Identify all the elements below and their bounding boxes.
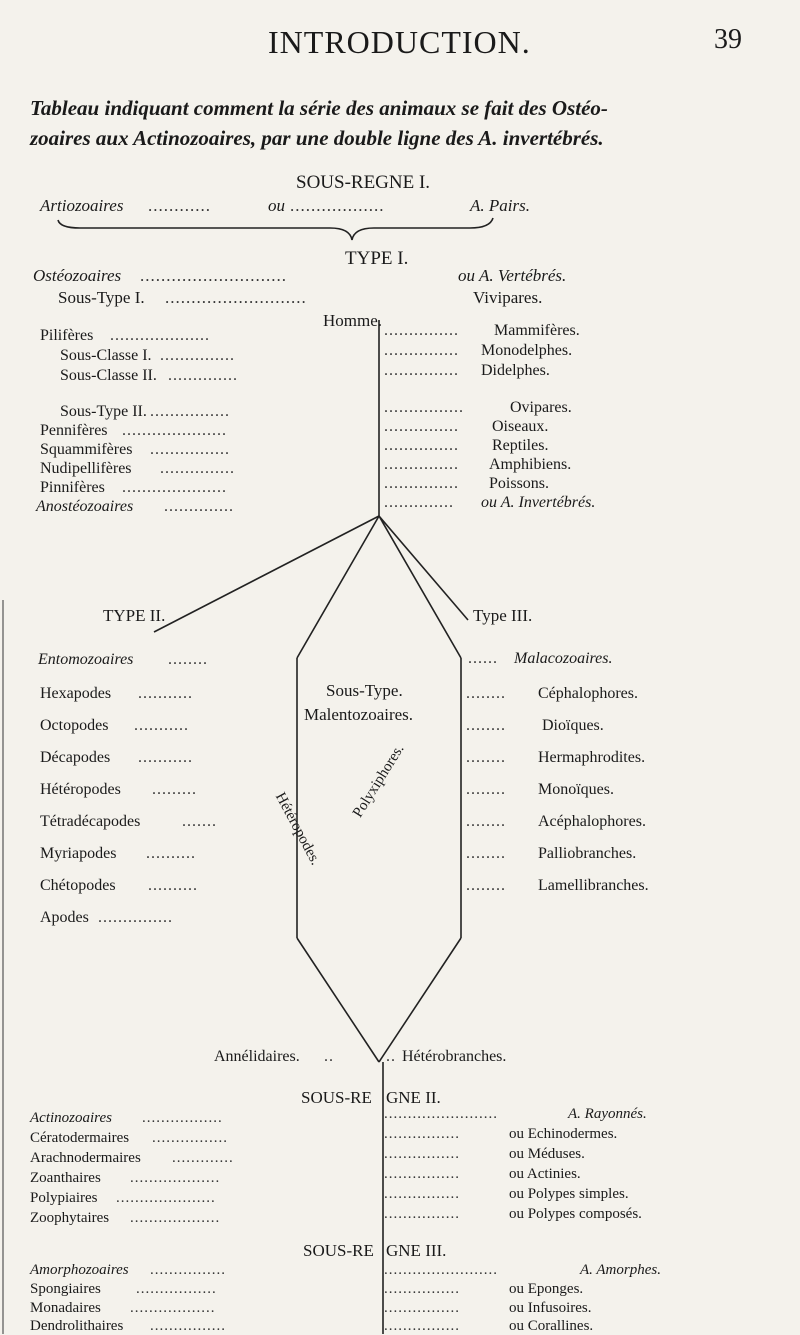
regne-1-heading: SOUS-REGNE I.	[296, 172, 431, 193]
regne-3-heading-left: SOUS-RE	[303, 1241, 374, 1260]
regne-3-right-item: ou Eponges.	[509, 1281, 584, 1297]
type-2-heading: TYPE II.	[103, 606, 166, 625]
regne-2-heading-right: GNE II.	[386, 1088, 441, 1107]
regne-2-left-item: Actinozoaires	[30, 1110, 112, 1126]
regne-3-left-item: Monadaires	[30, 1300, 101, 1316]
type-1-right-2: Vivipares.	[473, 288, 543, 307]
center-line-2: Malentozoaires.	[304, 705, 414, 724]
type-1-left-item2: Sous-Type II.	[60, 403, 147, 420]
type-1-right-item2: Amphibiens.	[489, 456, 572, 473]
caption-line-1: Tableau indiquant comment la série des a…	[30, 96, 608, 120]
regne-2-heading-left: SOUS-RE	[301, 1088, 372, 1107]
page-header-title: INTRODUCTION.	[268, 24, 531, 60]
regne-2-left-item: Polypiaires	[30, 1190, 98, 1206]
label-annelidaires: Annélidaires.	[214, 1048, 300, 1065]
type-1-left-item: Sous-Classe I.	[60, 347, 152, 364]
type-1-right-item: Didelphes.	[481, 362, 550, 379]
regne-2-right-item: ou Polypes simples.	[509, 1186, 629, 1202]
type-1-left-item: Sous-Classe II.	[60, 367, 157, 384]
type-2-item: Entomozoaires	[38, 651, 134, 668]
type-1-right-item2: ou A. Invertébrés.	[481, 494, 596, 511]
type-1-right-1: ou A. Vertébrés.	[458, 266, 567, 285]
regne-3-right-item: ou Corallines.	[509, 1318, 594, 1334]
type-2-item: Décapodes	[40, 749, 111, 766]
center-line-1: Sous-Type.	[326, 681, 403, 700]
type-2-item: Myriapodes	[40, 845, 117, 862]
regne-2-right-item: ou Echinodermes.	[509, 1126, 618, 1142]
type-1-right-item2: Oiseaux.	[492, 418, 549, 435]
type-3-item: Dioïques.	[542, 717, 604, 734]
homme-label: Homme.	[323, 311, 383, 330]
type-3-item: Lamellibranches.	[538, 877, 649, 894]
diamond-bottom-left	[296, 937, 380, 1063]
type-2-item: Tétradécapodes	[40, 813, 141, 830]
regne-2-right-item: ou Actinies.	[509, 1166, 581, 1182]
regne-3-left-item: Dendrolithaires	[30, 1318, 124, 1334]
type-1-left-item: Pilifères	[40, 327, 94, 344]
diamond-bottom-right	[378, 937, 462, 1063]
regne-3-heading-right: GNE III.	[386, 1241, 447, 1260]
diamond-inner-left	[296, 515, 380, 659]
type-1-right-item: Mammifères.	[494, 322, 580, 339]
regne-2-right-item: ou Méduses.	[509, 1146, 585, 1162]
type-3-item: Acéphalophores.	[538, 813, 646, 830]
regne-3-right-item: ou Infusoires.	[509, 1300, 592, 1316]
type-1-right-item: Monodelphes.	[481, 342, 573, 359]
type-1-left-item2: Squammifères	[40, 441, 133, 458]
type-1-left-2: Sous-Type I.	[58, 288, 145, 307]
caption-line-2: zoaires aux Actinozoaires, par une doubl…	[30, 126, 604, 150]
type-2-item: Octopodes	[40, 717, 109, 734]
regne-3-right-item: A. Amorphes.	[580, 1262, 661, 1278]
regne-1-right: A. Pairs.	[470, 196, 530, 215]
diamond-outer-right	[378, 515, 469, 621]
type-1-left-item2: Pennifères	[40, 422, 108, 439]
regne-1-left: Artiozoaires	[40, 196, 124, 215]
page-number: 39	[714, 24, 742, 55]
label-heterobranches: Hétérobranches.	[402, 1048, 507, 1065]
type-3-item: Palliobranches.	[538, 845, 637, 862]
type-3-item: Hermaphrodites.	[538, 749, 646, 766]
type-1-heading: TYPE I.	[345, 248, 409, 269]
type-3-heading: Type III.	[473, 606, 533, 625]
regne-2-left-item: Cératodermaires	[30, 1130, 130, 1146]
regne-2-right-item: ou Polypes composés.	[509, 1206, 642, 1222]
type-3-item: Monoïques.	[538, 781, 614, 798]
type-1-left-1: Ostéozoaires	[33, 266, 122, 285]
type-1-right-item2: Poissons.	[489, 475, 550, 492]
regne-2-left-item: Arachnodermaires	[30, 1150, 141, 1166]
regne-3-left-item: Amorphozoaires	[30, 1262, 129, 1278]
type-1-right-item2: Ovipares.	[510, 399, 572, 416]
diamond-inner-right	[378, 515, 462, 659]
type-2-item: Hexapodes	[40, 685, 112, 702]
type-2-item: Apodes	[40, 909, 89, 926]
type-3-item: Céphalophores.	[538, 685, 638, 702]
type-3-item: Malacozoaires.	[514, 650, 613, 667]
brace-regne-1	[57, 217, 494, 241]
regne-2-left-item: Zoanthaires	[30, 1170, 101, 1186]
type-1-left-item2: Anostéozoaires	[36, 498, 134, 515]
regne-2-left-item: Zoophytaires	[30, 1210, 110, 1226]
type-2-item: Chétopodes	[40, 877, 116, 894]
type-2-item: Hétéropodes	[40, 781, 121, 798]
diamond-outer-left	[153, 515, 380, 633]
type-1-right-item2: Reptiles.	[492, 437, 549, 454]
regne-3-left-item: Spongiaires	[30, 1281, 101, 1297]
regne-1-mid: ou	[268, 196, 285, 215]
type-1-left-item2: Nudipellifères	[40, 460, 132, 477]
type-1-left-item2: Pinnifères	[40, 479, 105, 496]
regne-2-right-item: A. Rayonnés.	[568, 1106, 647, 1122]
